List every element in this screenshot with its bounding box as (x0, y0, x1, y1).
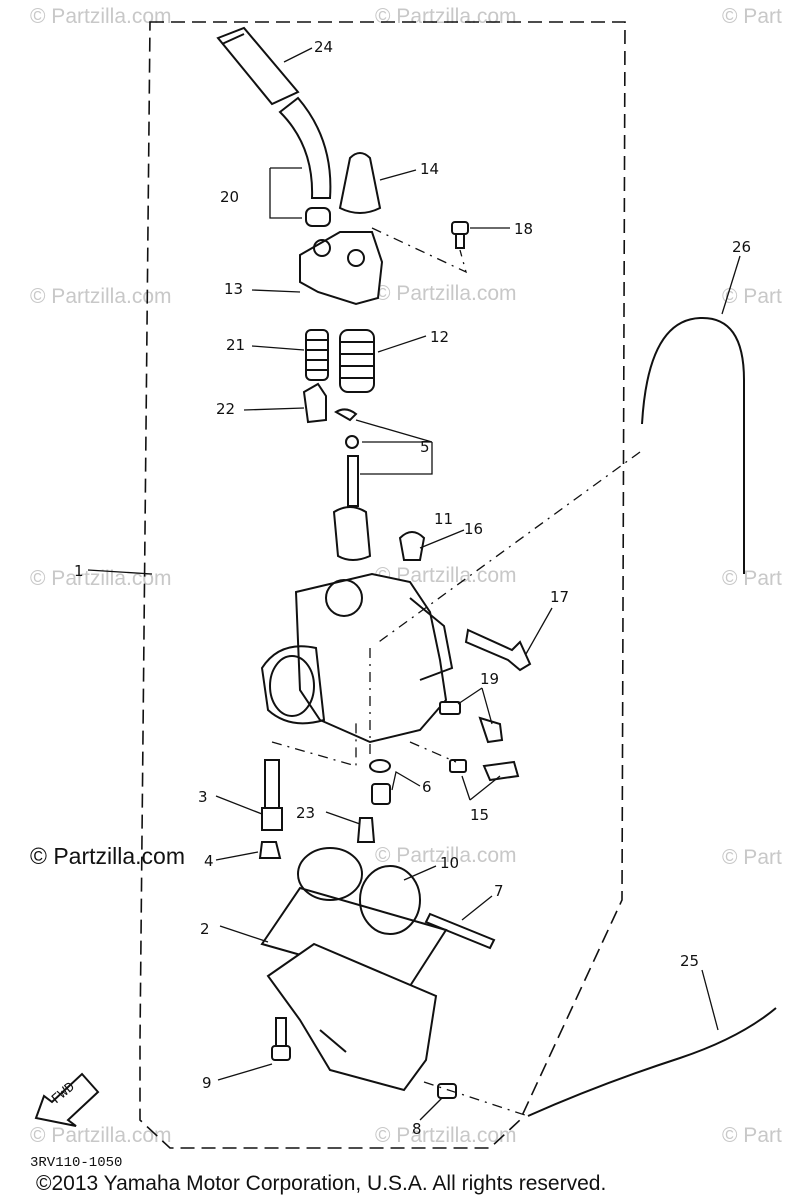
callout-24: 24 (314, 38, 333, 56)
callout-22: 22 (216, 400, 235, 418)
part-3-needle-jet (261, 759, 283, 831)
callout-14: 14 (420, 160, 439, 178)
part-4-jet (258, 841, 282, 859)
watermark: © Part (722, 5, 782, 28)
watermark-layer: © Partzilla.com © Partzilla.com © Part ©… (30, 5, 782, 1147)
callout-7: 7 (494, 882, 504, 900)
callout-17: 17 (550, 588, 569, 606)
callout-13: 13 (224, 280, 243, 298)
watermark: © Partzilla.com (30, 5, 172, 28)
watermark: © Partzilla.com (375, 844, 517, 867)
callout-16: 16 (464, 520, 483, 538)
fwd-arrow-icon: FWD (34, 1072, 100, 1127)
part-6-jet (369, 759, 391, 805)
callout-9: 9 (202, 1074, 212, 1092)
callout-3: 3 (198, 788, 208, 806)
part-9-screw (271, 1017, 291, 1061)
callout-23: 23 (296, 804, 315, 822)
watermark: © Partzilla.com (375, 5, 517, 28)
diagram-code: 3RV110-1050 (30, 1155, 122, 1171)
watermark: © Partzilla.com (375, 1124, 517, 1147)
callout-15: 15 (470, 806, 489, 824)
part-10-float (297, 847, 421, 935)
copyright-notice: ©2013 Yamaha Motor Corporation, U.S.A. A… (36, 1172, 606, 1195)
part-19-set (439, 701, 504, 744)
assembly-boundary (139, 21, 626, 1149)
callout-18: 18 (514, 220, 533, 238)
part-17-screw (464, 628, 532, 672)
part-22-plunger (302, 382, 327, 424)
callout-4: 4 (204, 852, 214, 870)
float-bowl (266, 942, 438, 1092)
callout-12: 12 (430, 328, 449, 346)
guide-line (409, 741, 457, 763)
callout-19: 19 (480, 670, 499, 688)
callout-10: 10 (440, 854, 459, 872)
part-15-set (449, 759, 520, 782)
guide-line (371, 227, 467, 274)
watermark: © Partzilla.com (375, 282, 517, 305)
part-26-hose (641, 316, 745, 574)
part-5-needle-set (334, 408, 359, 507)
callout-20: 20 (220, 188, 239, 206)
callout-11: 11 (434, 510, 453, 528)
part-20-pipe (278, 96, 332, 227)
watermark: © Partzilla.com (30, 285, 172, 308)
part-12-spring (339, 329, 375, 393)
callout-5: 5 (420, 438, 430, 456)
part-23-jet (356, 817, 376, 843)
watermark-bold: © Partzilla.com (30, 843, 185, 869)
part-8-screw (437, 1083, 457, 1099)
watermark: © Part (722, 285, 782, 308)
callout-8: 8 (412, 1120, 422, 1138)
part-16-cap (398, 531, 426, 561)
carburetor-body (260, 572, 454, 744)
callout-1: 1 (74, 562, 84, 580)
guide-line (271, 722, 357, 767)
guide-line (423, 1081, 529, 1117)
watermark: © Part (722, 1124, 782, 1147)
part-18-screw (451, 221, 469, 249)
part-25-hose (527, 1007, 777, 1117)
callout-labels: 1 2 3 4 5 6 7 8 9 10 11 12 13 14 15 16 1… (74, 38, 751, 1138)
part-24-hose (216, 26, 300, 106)
callout-25: 25 (680, 952, 699, 970)
part-11-throttle-valve (332, 506, 372, 561)
callout-6: 6 (422, 778, 432, 796)
callout-21: 21 (226, 336, 245, 354)
part-13-top-plate (299, 231, 384, 306)
watermark: © Partzilla.com (30, 1124, 172, 1147)
callout-2: 2 (200, 920, 210, 938)
part-21-spring (305, 329, 329, 381)
watermark: © Part (722, 846, 782, 869)
callout-26: 26 (732, 238, 751, 256)
leader-lines (87, 47, 741, 1121)
guide-line (375, 451, 641, 645)
part-7-pin (424, 912, 496, 950)
part-14-cap (338, 152, 382, 214)
watermark: © Part (722, 567, 782, 590)
